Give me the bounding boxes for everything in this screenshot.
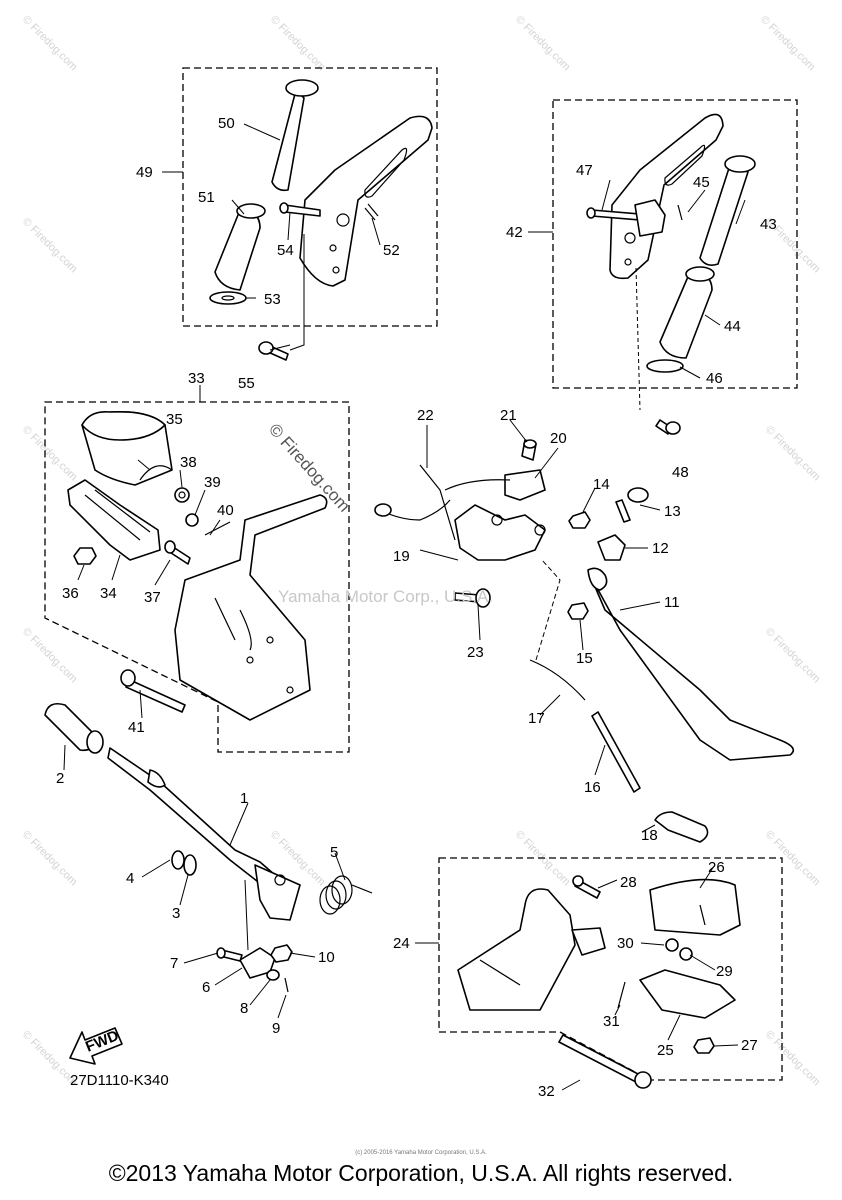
callout-47: 47: [576, 162, 593, 179]
watermark: © Firedog.com: [20, 424, 80, 484]
copyright-footer: ©2013 Yamaha Motor Corporation, U.S.A. A…: [108, 1160, 734, 1186]
callout-27: 27: [741, 1037, 758, 1054]
callout-7: 7: [170, 955, 178, 972]
bolts-upper: [258, 341, 681, 435]
callout-16: 16: [584, 779, 601, 796]
watermark: © Firedog.com: [20, 216, 80, 276]
callout-39: 39: [204, 474, 221, 491]
watermark: © Firedog.com: [20, 829, 80, 889]
small-note: (c) 2005-2016 Yamaha Motor Corporation, …: [355, 1150, 487, 1156]
callout-9: 9: [272, 1020, 280, 1037]
watermark: © Firedog.com: [268, 14, 328, 74]
callout-26: 26: [708, 859, 725, 876]
callout-30: 30: [617, 935, 634, 952]
group-42-parts: [586, 113, 756, 373]
callout-45: 45: [693, 174, 710, 191]
callout-55: 55: [238, 375, 255, 392]
callout-19: 19: [393, 548, 410, 565]
callout-42: 42: [506, 224, 523, 241]
callout-20: 20: [550, 430, 567, 447]
callout-28: 28: [620, 874, 637, 891]
callout-2: 2: [56, 770, 64, 787]
group-49-box: [182, 67, 438, 327]
callout-50: 50: [218, 115, 235, 132]
callout-34: 34: [100, 585, 117, 602]
callout-36: 36: [62, 585, 79, 602]
callout-1: 1: [240, 790, 248, 807]
callout-14: 14: [593, 476, 610, 493]
watermark: © Firedog.com: [763, 1029, 823, 1089]
callout-52: 52: [383, 242, 400, 259]
callout-33: 33: [188, 370, 205, 387]
group-42-box: [552, 99, 798, 389]
callout-6: 6: [202, 979, 210, 996]
group-33-box: [44, 401, 350, 753]
center-watermark: Yamaha Motor Corp., U.S.A.: [278, 587, 493, 606]
callout-37: 37: [144, 589, 161, 606]
callout-38: 38: [180, 454, 197, 471]
callout-11: 11: [664, 594, 680, 611]
callout-53: 53: [264, 291, 281, 308]
group-24-parts: [457, 875, 741, 1089]
watermark: © Firedog.com: [763, 424, 823, 484]
callout-23: 23: [467, 644, 484, 661]
callout-43: 43: [760, 216, 777, 233]
group-33-parts: [67, 410, 328, 721]
group-49-parts: [209, 79, 433, 305]
callout-3: 3: [172, 905, 180, 922]
watermark: © Firedog.com: [758, 14, 818, 74]
callout-labels: 1 2 3 4 5 6 7 8 9 10 11 12 13 14 15 16 1…: [56, 115, 777, 1100]
brake-pedal-parts: [44, 702, 373, 993]
callout-35: 35: [166, 411, 183, 428]
callout-44: 44: [724, 318, 741, 335]
callout-15: 15: [576, 650, 593, 667]
callout-25: 25: [657, 1042, 674, 1059]
callout-8: 8: [240, 1000, 248, 1017]
callout-29: 29: [716, 963, 733, 980]
watermark: © Firedog.com: [513, 14, 573, 74]
sidestand-parts: [374, 439, 795, 843]
callout-22: 22: [417, 407, 434, 424]
callout-13: 13: [664, 503, 681, 520]
callout-40: 40: [217, 502, 234, 519]
callout-46: 46: [706, 370, 723, 387]
callout-10: 10: [318, 949, 335, 966]
callout-5: 5: [330, 844, 338, 861]
diagram-code: 27D1110-K340: [70, 1072, 169, 1089]
callout-12: 12: [652, 540, 669, 557]
watermark: © Firedog.com: [763, 626, 823, 686]
leader-lines: [63, 123, 746, 1091]
callout-18: 18: [641, 827, 658, 844]
callout-41: 41: [128, 719, 145, 736]
watermark: © Firedog.com: [20, 626, 80, 686]
callout-48: 48: [672, 464, 689, 481]
fwd-arrow: FWD: [69, 1027, 123, 1065]
callout-21: 21: [500, 407, 517, 424]
callout-54: 54: [277, 242, 294, 259]
callout-51: 51: [198, 189, 215, 206]
callout-4: 4: [126, 870, 134, 887]
callout-32: 32: [538, 1083, 555, 1100]
callout-49: 49: [136, 164, 153, 181]
watermark: © Firedog.com: [20, 14, 80, 74]
callout-24: 24: [393, 935, 410, 952]
callout-31: 31: [603, 1013, 620, 1030]
callout-17: 17: [528, 710, 545, 727]
